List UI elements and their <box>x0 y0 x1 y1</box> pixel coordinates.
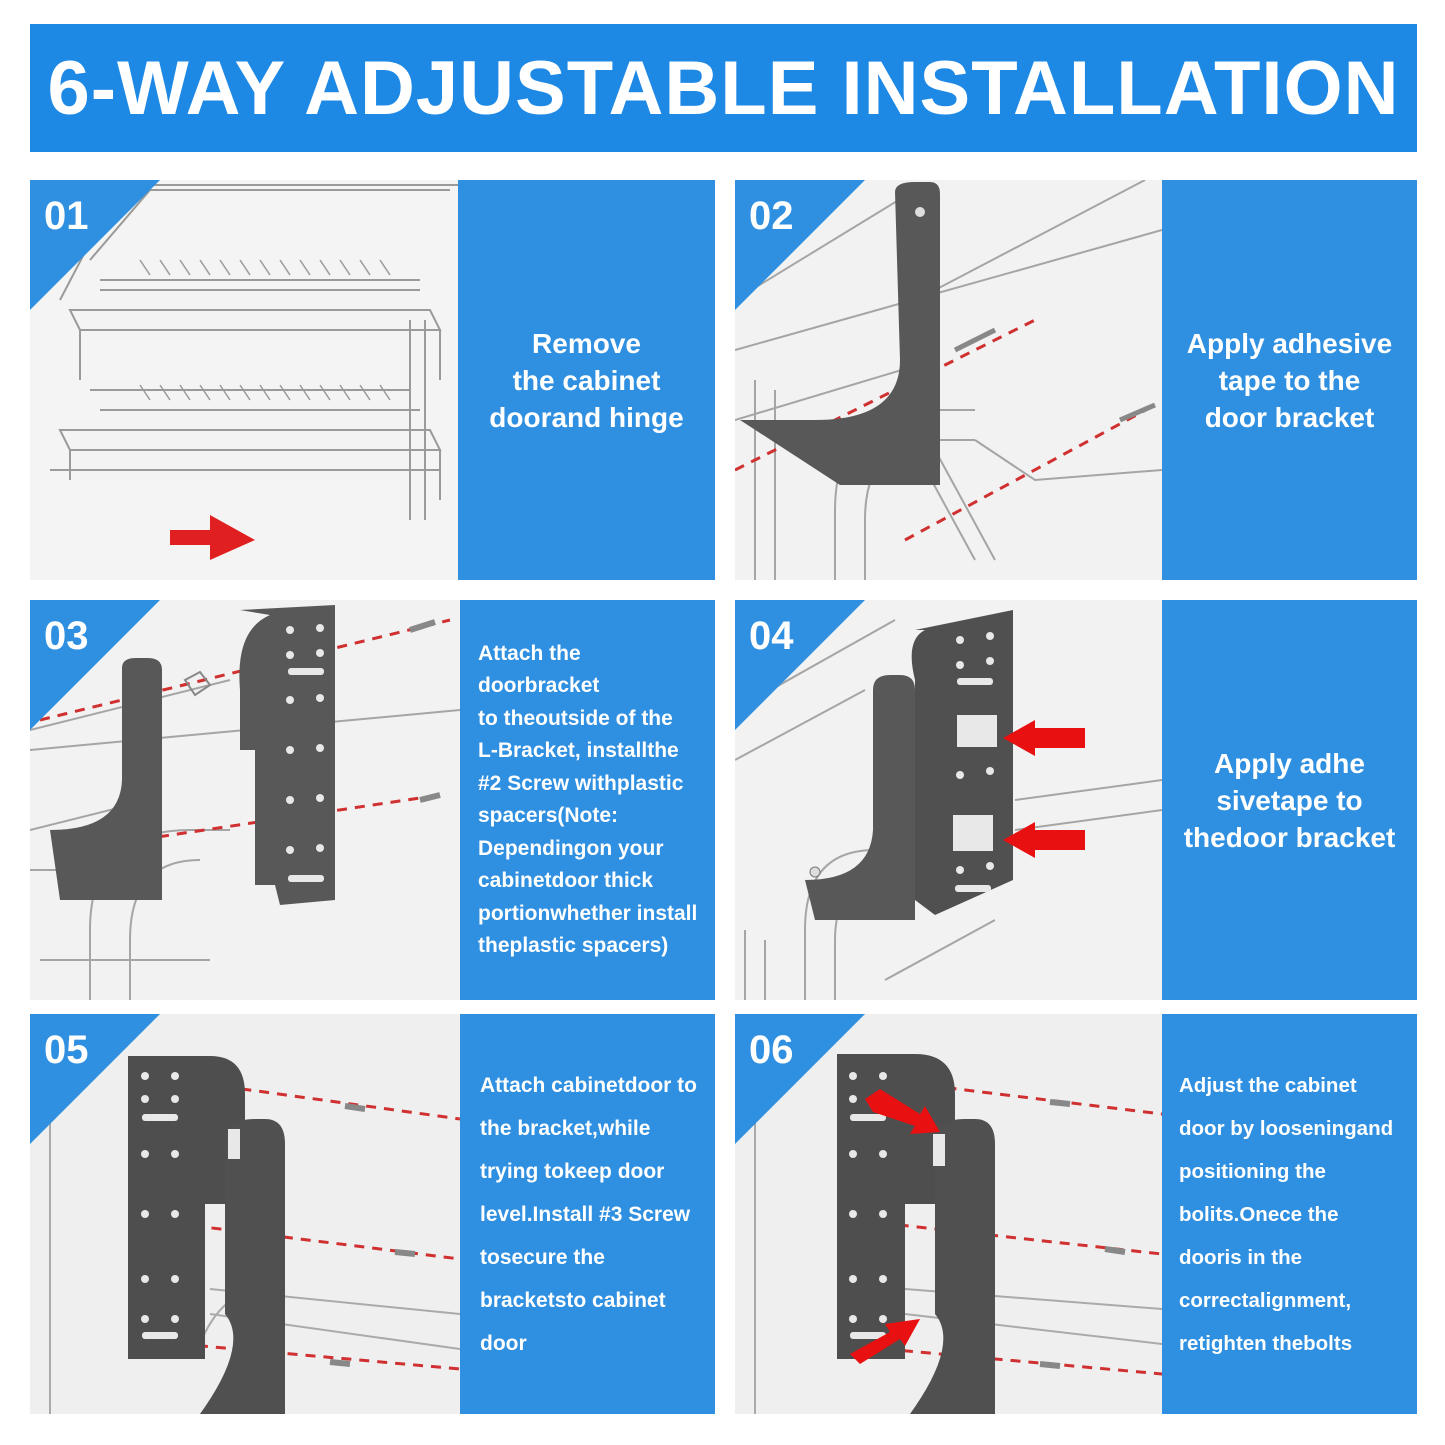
step-01-text: Remove the cabinet doorand hinge <box>489 327 684 433</box>
door-mount-icon <box>30 1014 460 1414</box>
step-number: 01 <box>44 194 89 238</box>
step-number-triangle <box>735 600 865 730</box>
step-03-description: Attach the doorbracket to theoutside of … <box>460 600 715 1000</box>
step-number: 04 <box>749 614 794 658</box>
step-01-illustration: 01 <box>30 180 458 580</box>
step-06-text: Adjust the cabinet door by looseningand … <box>1179 1073 1394 1355</box>
step-05-description: Attach cabinetdoor to the bracket,while … <box>460 1014 715 1414</box>
step-number-triangle <box>735 1014 865 1144</box>
step-05-text: Attach cabinetdoor to the bracket,while … <box>480 1073 698 1355</box>
step-number: 03 <box>44 614 89 658</box>
step-number: 05 <box>44 1028 89 1072</box>
step-02-illustration: 02 <box>735 180 1162 580</box>
step-01-description: Remove the cabinet doorand hinge <box>458 180 715 580</box>
page-title: 6-WAY ADJUSTABLE INSTALLATION <box>47 45 1400 131</box>
step-04-description: Apply adhe sivetape to thedoor bracket <box>1162 600 1417 1000</box>
step-02-description: Apply adhesive tape to the door bracket <box>1162 180 1417 580</box>
step-number-triangle <box>30 600 160 730</box>
l-bracket-icon <box>735 180 1162 580</box>
step-number-triangle <box>30 180 160 310</box>
step-number: 06 <box>749 1028 794 1072</box>
step-04-text: Apply adhe sivetape to thedoor bracket <box>1183 747 1396 853</box>
step-06-description: Adjust the cabinet door by looseningand … <box>1162 1014 1417 1414</box>
step-02-text: Apply adhesive tape to the door bracket <box>1186 327 1393 433</box>
pull-out-basket-icon <box>30 180 458 580</box>
step-03-illustration: 03 <box>30 600 460 1000</box>
step-number: 02 <box>749 194 794 238</box>
step-06-illustration: 06 <box>735 1014 1162 1414</box>
step-04-illustration: 04 <box>735 600 1162 1000</box>
step-number-triangle <box>735 180 865 310</box>
step-03-text: Attach the doorbracket to theoutside of … <box>478 641 698 958</box>
step-number-triangle <box>30 1014 160 1144</box>
title-banner: 6-WAY ADJUSTABLE INSTALLATION <box>30 24 1417 152</box>
adjust-bolts-icon <box>735 1014 1162 1414</box>
door-bracket-icon <box>30 600 460 1000</box>
step-05-illustration: 05 <box>30 1014 460 1414</box>
